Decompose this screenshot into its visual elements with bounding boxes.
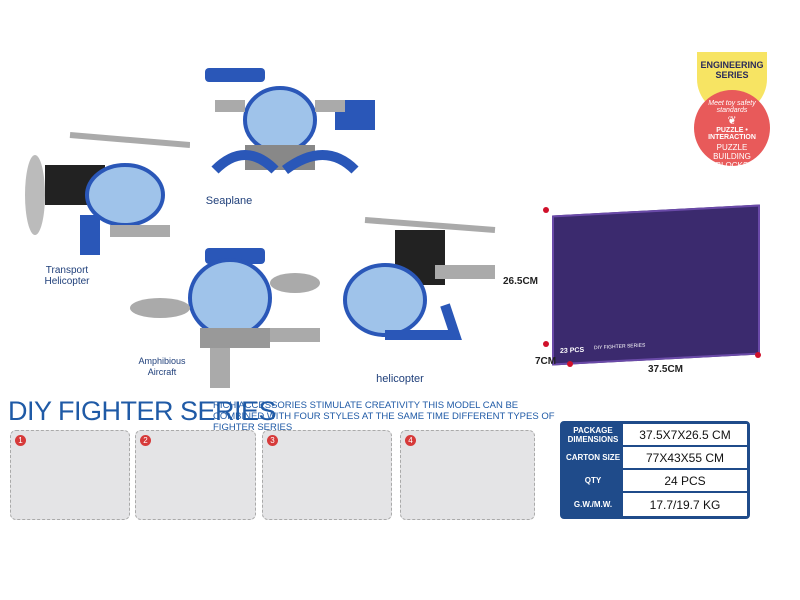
label-amphibious-aircraft: Amphibious Aircraft (133, 356, 191, 378)
seaplane-model-image (205, 68, 375, 175)
label-seaplane: Seaplane (198, 196, 260, 207)
leaf-icon: ❦ (727, 115, 737, 127)
label-helicopter: helicopter (370, 374, 430, 385)
assembly-step-1: 1 (10, 430, 130, 520)
product-box-image: 23 PCS DIY FIGHTER SERIES (552, 204, 760, 366)
assembly-step-4: 4 (400, 430, 535, 520)
amphibious-aircraft-model-image (130, 248, 320, 388)
width-dimension: 37.5CM (648, 364, 684, 375)
puzzle-badge: Meet toy safety standards ❦ PUZZLE • INT… (694, 90, 770, 170)
height-dimension: 26.5CM (503, 276, 539, 287)
assembly-step-2: 2 (135, 430, 256, 520)
dimension-dot (755, 352, 761, 358)
page-title: DIY FIGHTER SERIES (8, 396, 277, 426)
dimension-dot (543, 341, 549, 347)
dimension-dot (567, 361, 573, 367)
transport-helicopter-model-image (25, 132, 190, 255)
assembly-step-3: 3 (262, 430, 392, 520)
depth-dimension: 7CM (535, 356, 557, 367)
label-transport-helicopter: Transport Helicopter (38, 265, 96, 287)
dimension-dot (543, 207, 549, 213)
spec-row: G.W./M.W.17.7/19.7 KG (563, 493, 747, 516)
helicopter-model-image (343, 217, 496, 340)
description: RICH ACCESSORIES STIMULATE CREATIVITY TH… (213, 400, 555, 433)
